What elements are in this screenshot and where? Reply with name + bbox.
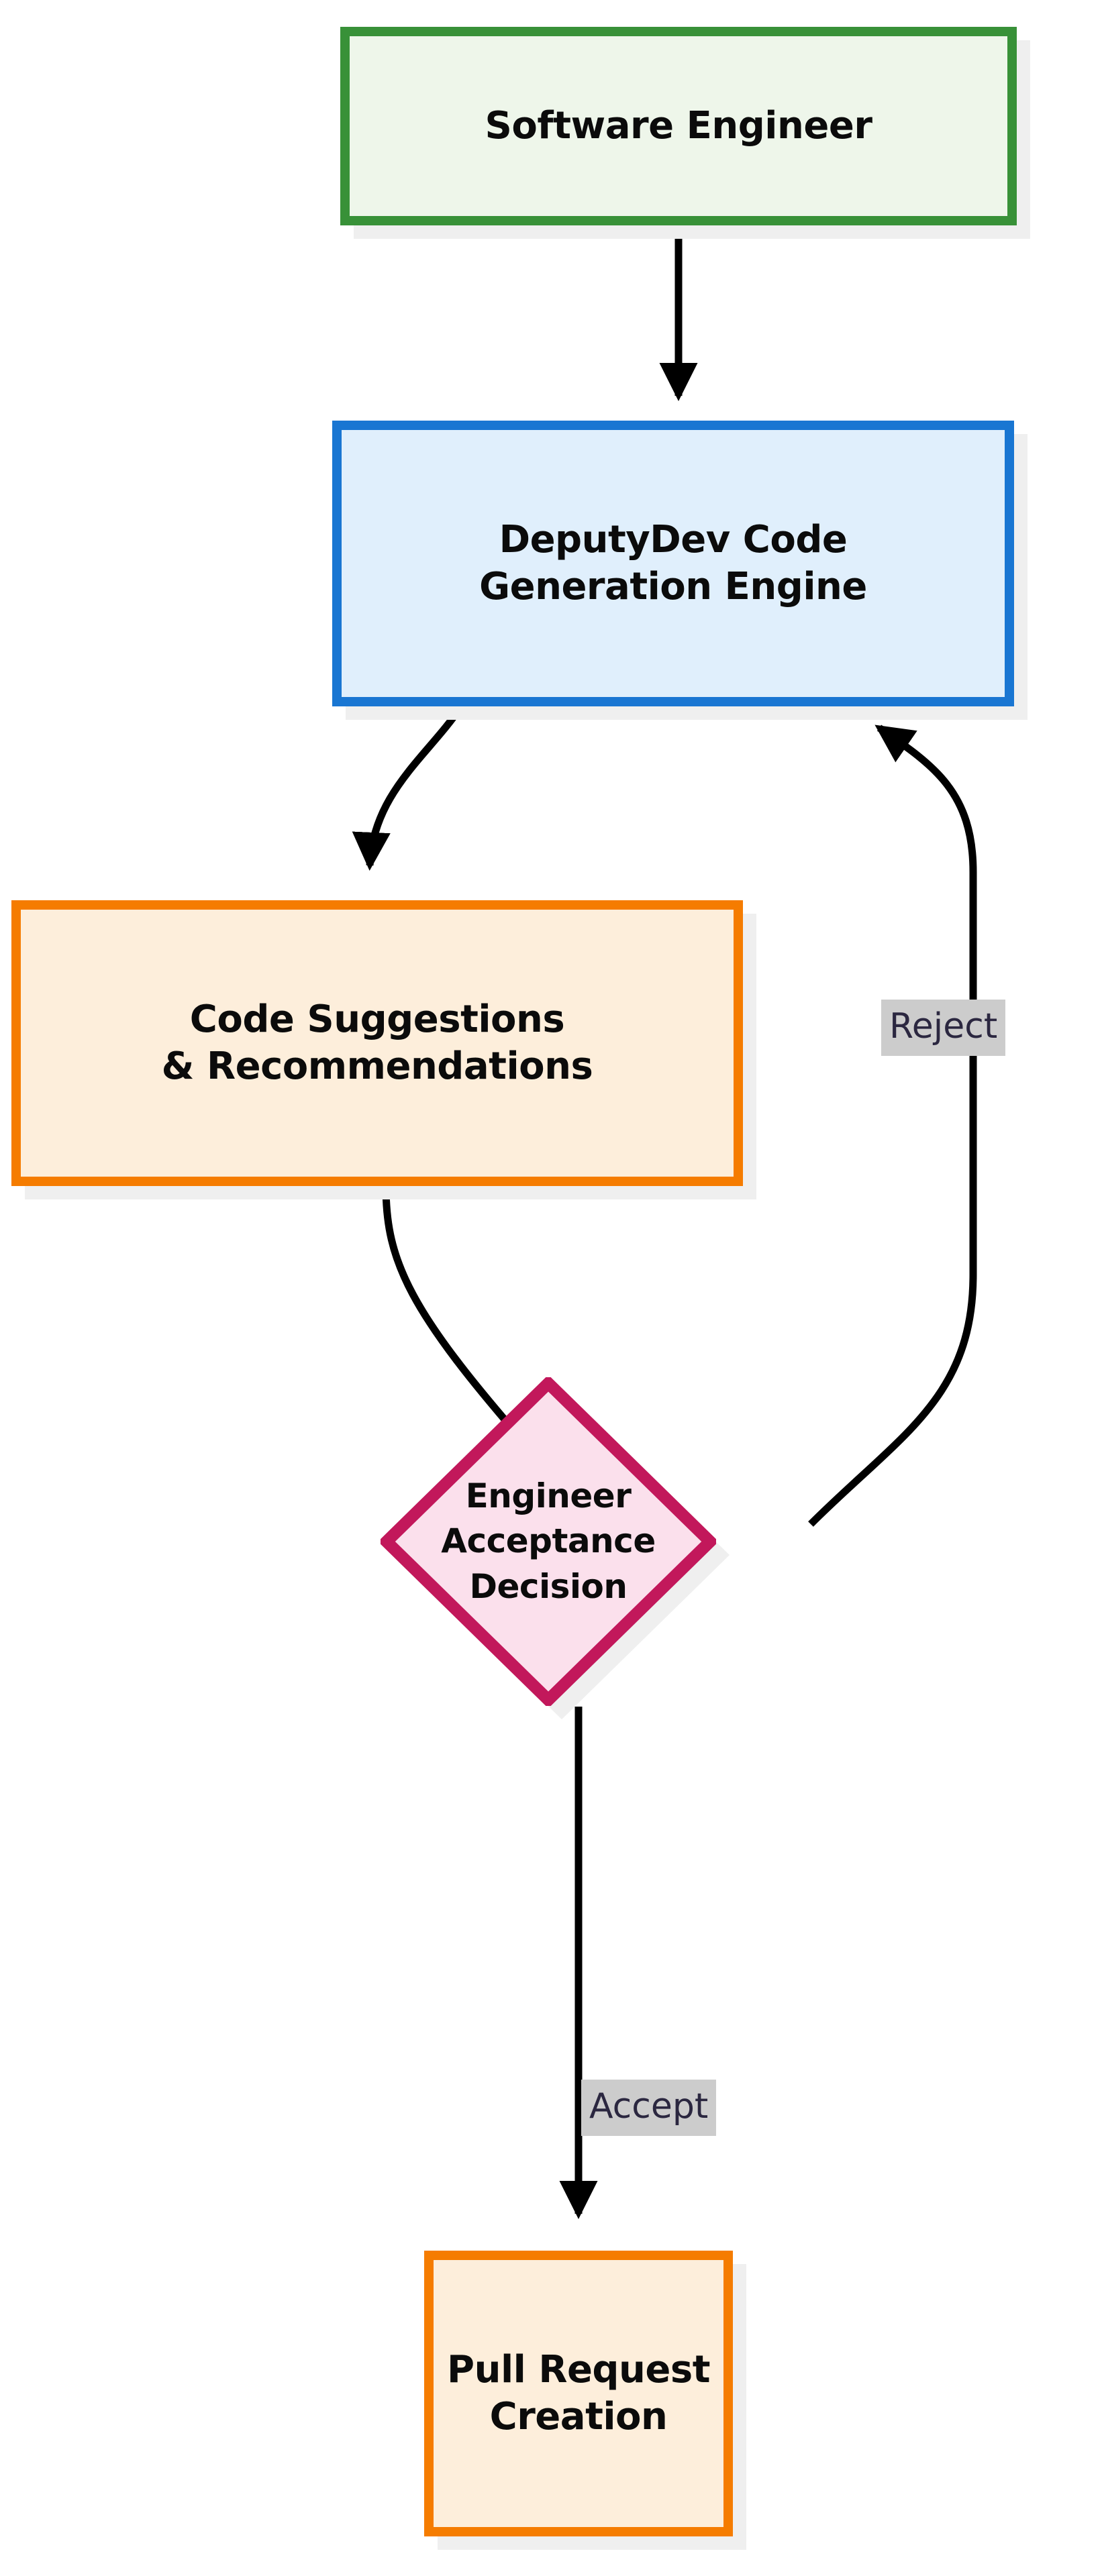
edge-label-reject: Reject — [881, 1000, 1006, 1056]
node-codegen-engine[interactable]: DeputyDev Code Generation Engine — [332, 421, 1014, 706]
node-label-pull-request: Pull Request Creation — [447, 2348, 710, 2438]
node-label-suggestions: Code Suggestions & Recommendations — [161, 998, 593, 1088]
decision-diamond-shape — [381, 1377, 716, 1706]
node-label-decision: Engineer Acceptance Decision — [441, 1476, 656, 1606]
edge-decision-to-engine-reject — [808, 724, 977, 1527]
node-pull-request[interactable]: Pull Request Creation — [424, 2251, 733, 2536]
edge-engine-to-suggestions — [352, 704, 464, 871]
node-label-software-engineer: Software Engineer — [485, 104, 872, 148]
node-software-engineer[interactable]: Software Engineer — [340, 27, 1017, 225]
edge-label-accept: Accept — [581, 2080, 717, 2136]
node-label-codegen-engine: DeputyDev Code Generation Engine — [479, 518, 867, 608]
edge-suggestions-to-decision — [382, 1185, 534, 1454]
node-suggestions[interactable]: Code Suggestions & Recommendations — [11, 900, 743, 1186]
node-decision[interactable]: Engineer Acceptance Decision — [381, 1377, 716, 1706]
